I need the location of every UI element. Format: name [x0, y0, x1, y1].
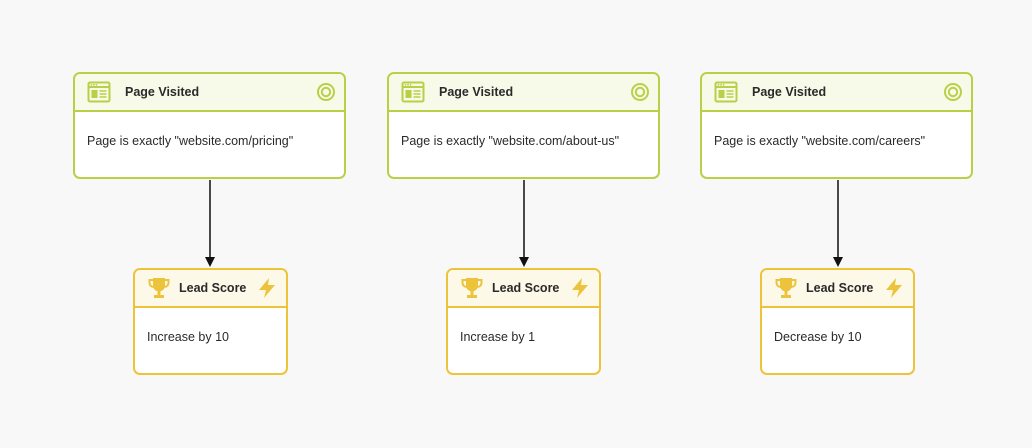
- trigger-card-1[interactable]: Page Visited Page is exactly "website.co…: [73, 72, 346, 179]
- trigger-condition: Page is exactly "website.com/pricing": [87, 134, 294, 148]
- trigger-condition: Page is exactly "website.com/about-us": [401, 134, 620, 148]
- action-card-3[interactable]: Lead Score Decrease by 10: [760, 268, 915, 375]
- target-icon[interactable]: [943, 82, 963, 102]
- webpage-icon: [714, 81, 738, 103]
- action-description: Increase by 10: [147, 330, 229, 344]
- action-title: Lead Score: [806, 281, 874, 295]
- target-icon[interactable]: [316, 82, 336, 102]
- webpage-icon: [401, 81, 425, 103]
- trophy-icon: [147, 276, 171, 300]
- trigger-title: Page Visited: [439, 85, 514, 99]
- lightning-icon[interactable]: [883, 277, 905, 299]
- webpage-icon: [87, 81, 111, 103]
- target-icon[interactable]: [630, 82, 650, 102]
- trigger-title: Page Visited: [752, 85, 827, 99]
- lightning-icon[interactable]: [569, 277, 591, 299]
- action-card-header: Lead Score: [448, 270, 599, 308]
- trigger-card-header: Page Visited: [75, 74, 344, 112]
- action-card-1[interactable]: Lead Score Increase by 10: [133, 268, 288, 375]
- trigger-card-3[interactable]: Page Visited Page is exactly "website.co…: [700, 72, 973, 179]
- action-card-2[interactable]: Lead Score Increase by 1: [446, 268, 601, 375]
- trigger-card-header: Page Visited: [702, 74, 971, 112]
- action-card-header: Lead Score: [135, 270, 286, 308]
- trophy-icon: [774, 276, 798, 300]
- action-title: Lead Score: [492, 281, 560, 295]
- action-card-header: Lead Score: [762, 270, 913, 308]
- action-description: Decrease by 10: [774, 330, 862, 344]
- action-description: Increase by 1: [460, 330, 536, 344]
- trigger-card-2[interactable]: Page Visited Page is exactly "website.co…: [387, 72, 660, 179]
- trophy-icon: [460, 276, 484, 300]
- trigger-title: Page Visited: [125, 85, 200, 99]
- lightning-icon[interactable]: [256, 277, 278, 299]
- trigger-condition: Page is exactly "website.com/careers": [714, 134, 926, 148]
- action-title: Lead Score: [179, 281, 247, 295]
- trigger-card-header: Page Visited: [389, 74, 658, 112]
